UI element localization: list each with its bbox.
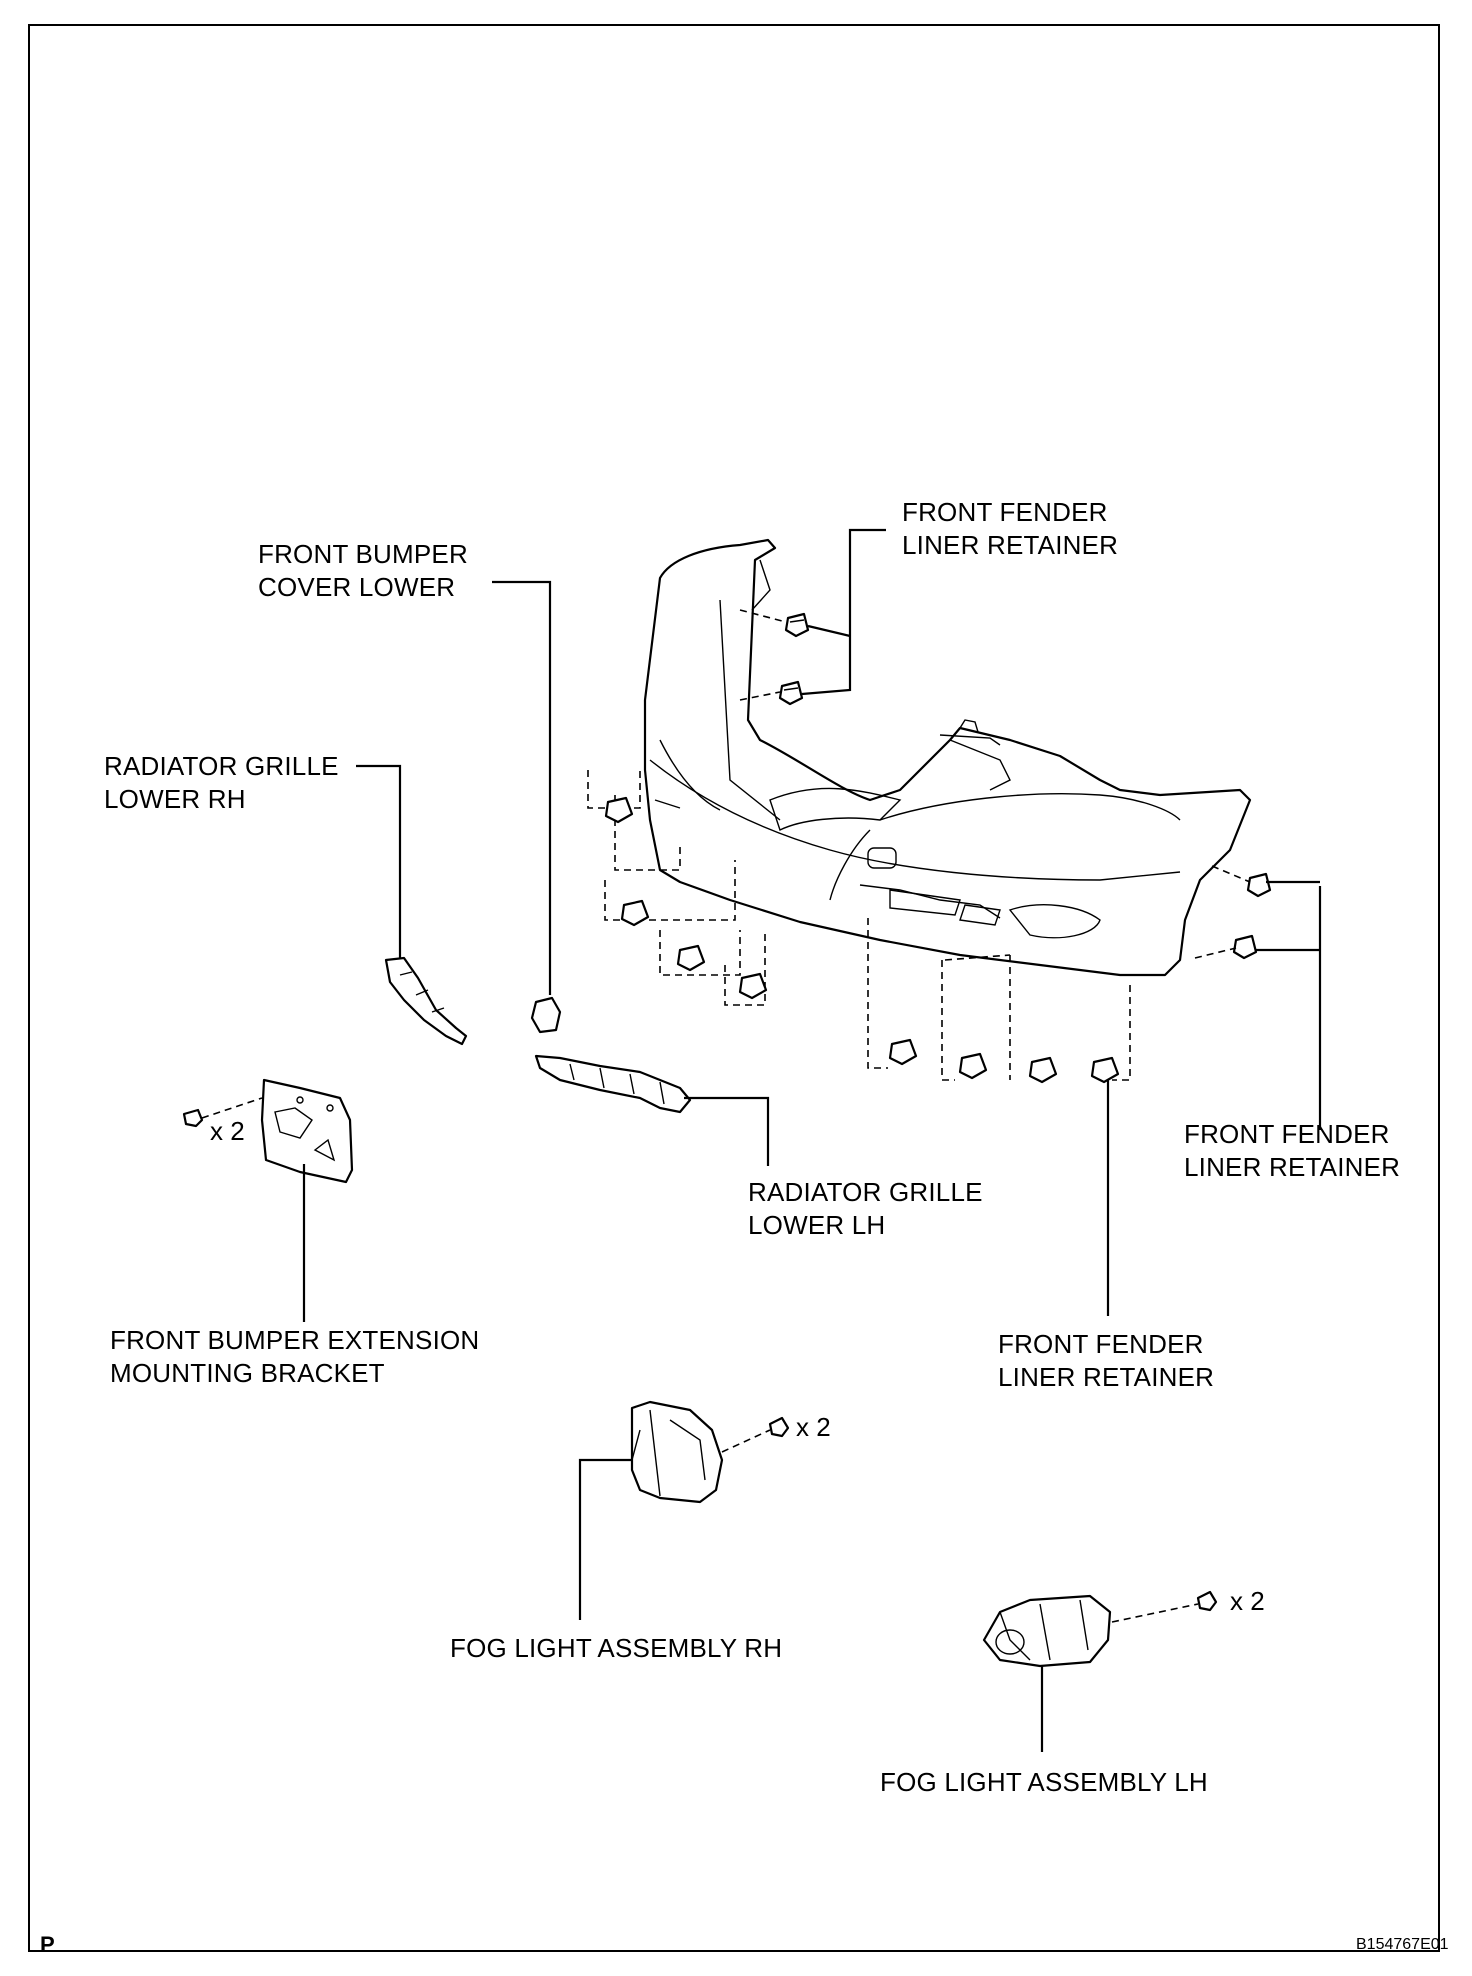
retainer-lower-left-1 [604, 796, 634, 824]
retainer-right-2 [1232, 934, 1258, 960]
retainer-right-1 [1246, 872, 1272, 898]
label-line: MOUNTING BRACKET [110, 1358, 385, 1388]
retainer-lower-left-4 [738, 972, 768, 1000]
corner-mark: P [40, 1932, 55, 1957]
label-front-bumper-extension-mounting-bracket: FRONT BUMPER EXTENSION MOUNTING BRACKET [110, 1324, 479, 1390]
quantity-fog-lh-bolts: x 2 [1230, 1586, 1265, 1616]
retainer-lower-left-3 [676, 944, 706, 972]
label-fog-light-assembly-rh: FOG LIGHT ASSEMBLY RH [450, 1633, 783, 1663]
label-line: LINER RETAINER [998, 1362, 1215, 1392]
fog-light-assembly-lh [982, 1594, 1112, 1668]
retainer-lower-right-4 [1090, 1056, 1120, 1084]
quantity-bracket-bolts: x 2 [210, 1116, 245, 1146]
label-front-fender-liner-retainer-right: FRONT FENDER LINER RETAINER [1184, 1118, 1400, 1184]
radiator-grille-lower-lh [534, 1054, 692, 1114]
bolt-icon [1196, 1590, 1218, 1612]
retainer-lower-right-2 [958, 1052, 988, 1080]
label-line: FRONT BUMPER [258, 539, 468, 569]
label-line: RADIATOR GRILLE [104, 751, 339, 781]
label-radiator-grille-lower-rh: RADIATOR GRILLE LOWER RH [104, 750, 339, 816]
label-front-bumper-cover-lower: FRONT BUMPER COVER LOWER [258, 538, 468, 604]
label-front-fender-liner-retainer-bottom: FRONT FENDER LINER RETAINER [998, 1328, 1214, 1394]
front-bumper-cover [643, 538, 1252, 977]
fog-light-assembly-rh [630, 1400, 724, 1504]
bumper-extension-mounting-bracket [260, 1078, 354, 1184]
quantity-fog-rh-bolts: x 2 [796, 1412, 831, 1442]
label-line: LOWER RH [104, 784, 246, 814]
retainer-top-1 [784, 612, 810, 638]
label-fog-light-assembly-lh: FOG LIGHT ASSEMBLY LH [880, 1767, 1208, 1797]
diagram-frame [28, 24, 1440, 1952]
label-line: LINER RETAINER [902, 530, 1119, 560]
leader-lines [302, 528, 1322, 1752]
label-line: FRONT FENDER [902, 497, 1108, 527]
label-front-fender-liner-retainer-top: FRONT FENDER LINER RETAINER [902, 496, 1118, 562]
label-radiator-grille-lower-lh: RADIATOR GRILLE LOWER LH [748, 1176, 983, 1242]
label-line: COVER LOWER [258, 572, 456, 602]
figure-id: B154767E01 [1356, 1936, 1449, 1953]
label-line: LOWER LH [748, 1210, 886, 1240]
label-line: FRONT FENDER [1184, 1119, 1390, 1149]
bolt-icon [768, 1416, 790, 1438]
retainer-lower-left-2 [620, 899, 650, 927]
retainer-top-2 [778, 680, 804, 706]
label-line: FRONT BUMPER EXTENSION [110, 1325, 480, 1355]
retainer-lower-right-1 [888, 1038, 918, 1066]
label-line: RADIATOR GRILLE [748, 1177, 983, 1207]
bolt-icon [182, 1108, 204, 1128]
retainer-lower-right-3 [1028, 1056, 1058, 1084]
radiator-grille-lower-rh [384, 956, 468, 1046]
label-line: LINER RETAINER [1184, 1152, 1401, 1182]
front-bumper-cover-lower-part [530, 996, 562, 1034]
label-line: FRONT FENDER [998, 1329, 1204, 1359]
